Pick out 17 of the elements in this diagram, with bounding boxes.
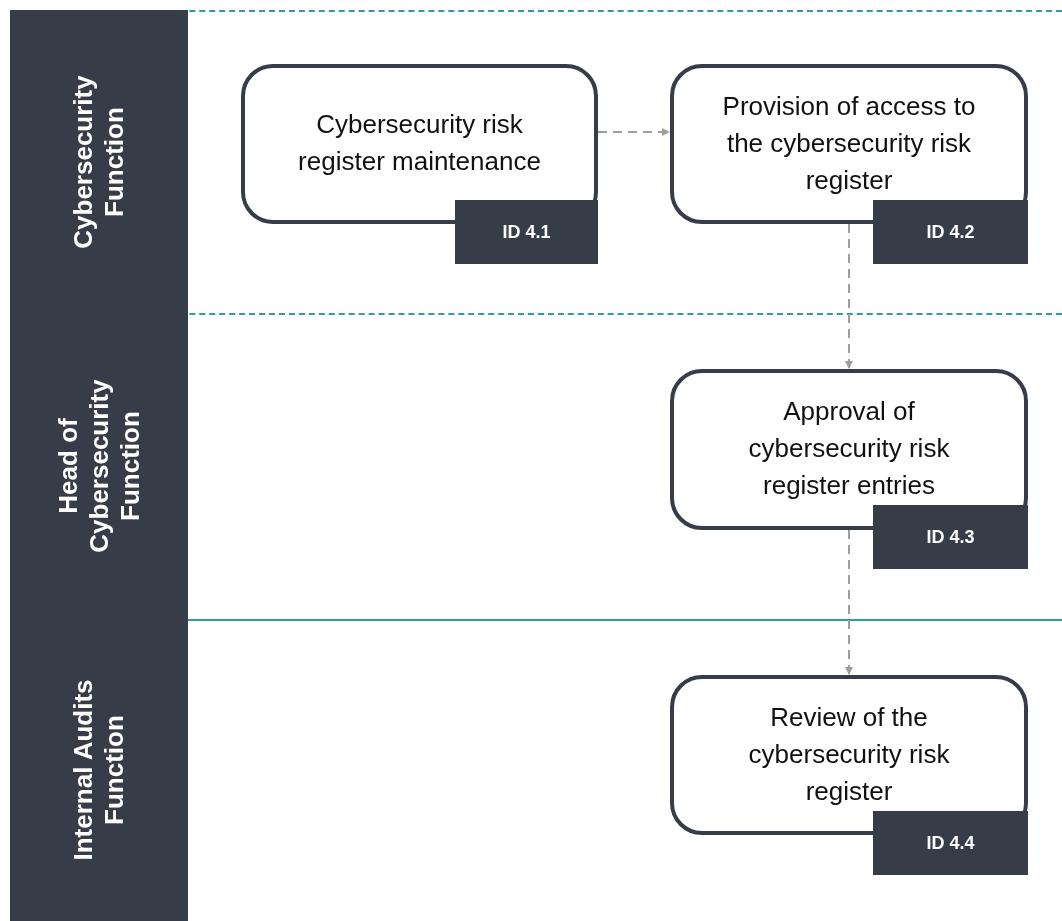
lane-title: Head of Cybersecurity Function xyxy=(52,378,146,555)
id-tag: ID 4.1 xyxy=(455,200,598,264)
id-tag: ID 4.3 xyxy=(873,505,1028,569)
swimlane xyxy=(10,313,1062,619)
swimlane xyxy=(10,619,1062,921)
process-label: Cybersecurity risk register maintenance xyxy=(297,108,542,178)
arrow xyxy=(845,223,853,370)
process-label: Approval of cybersecurity risk register entries xyxy=(747,395,951,502)
lane-title: Cybersecurity Function xyxy=(68,73,130,251)
process-label: Review of the cybersecurity risk register xyxy=(747,701,951,808)
arrow xyxy=(597,128,671,136)
arrow xyxy=(845,529,853,676)
swimlane xyxy=(10,10,1062,313)
process-label: Provision of access to the cybersecurity risk register xyxy=(721,90,977,197)
id-tag: ID 4.4 xyxy=(873,811,1028,875)
id-tag: ID 4.2 xyxy=(873,200,1028,264)
lane-title: Internal Audits Function xyxy=(68,678,130,863)
